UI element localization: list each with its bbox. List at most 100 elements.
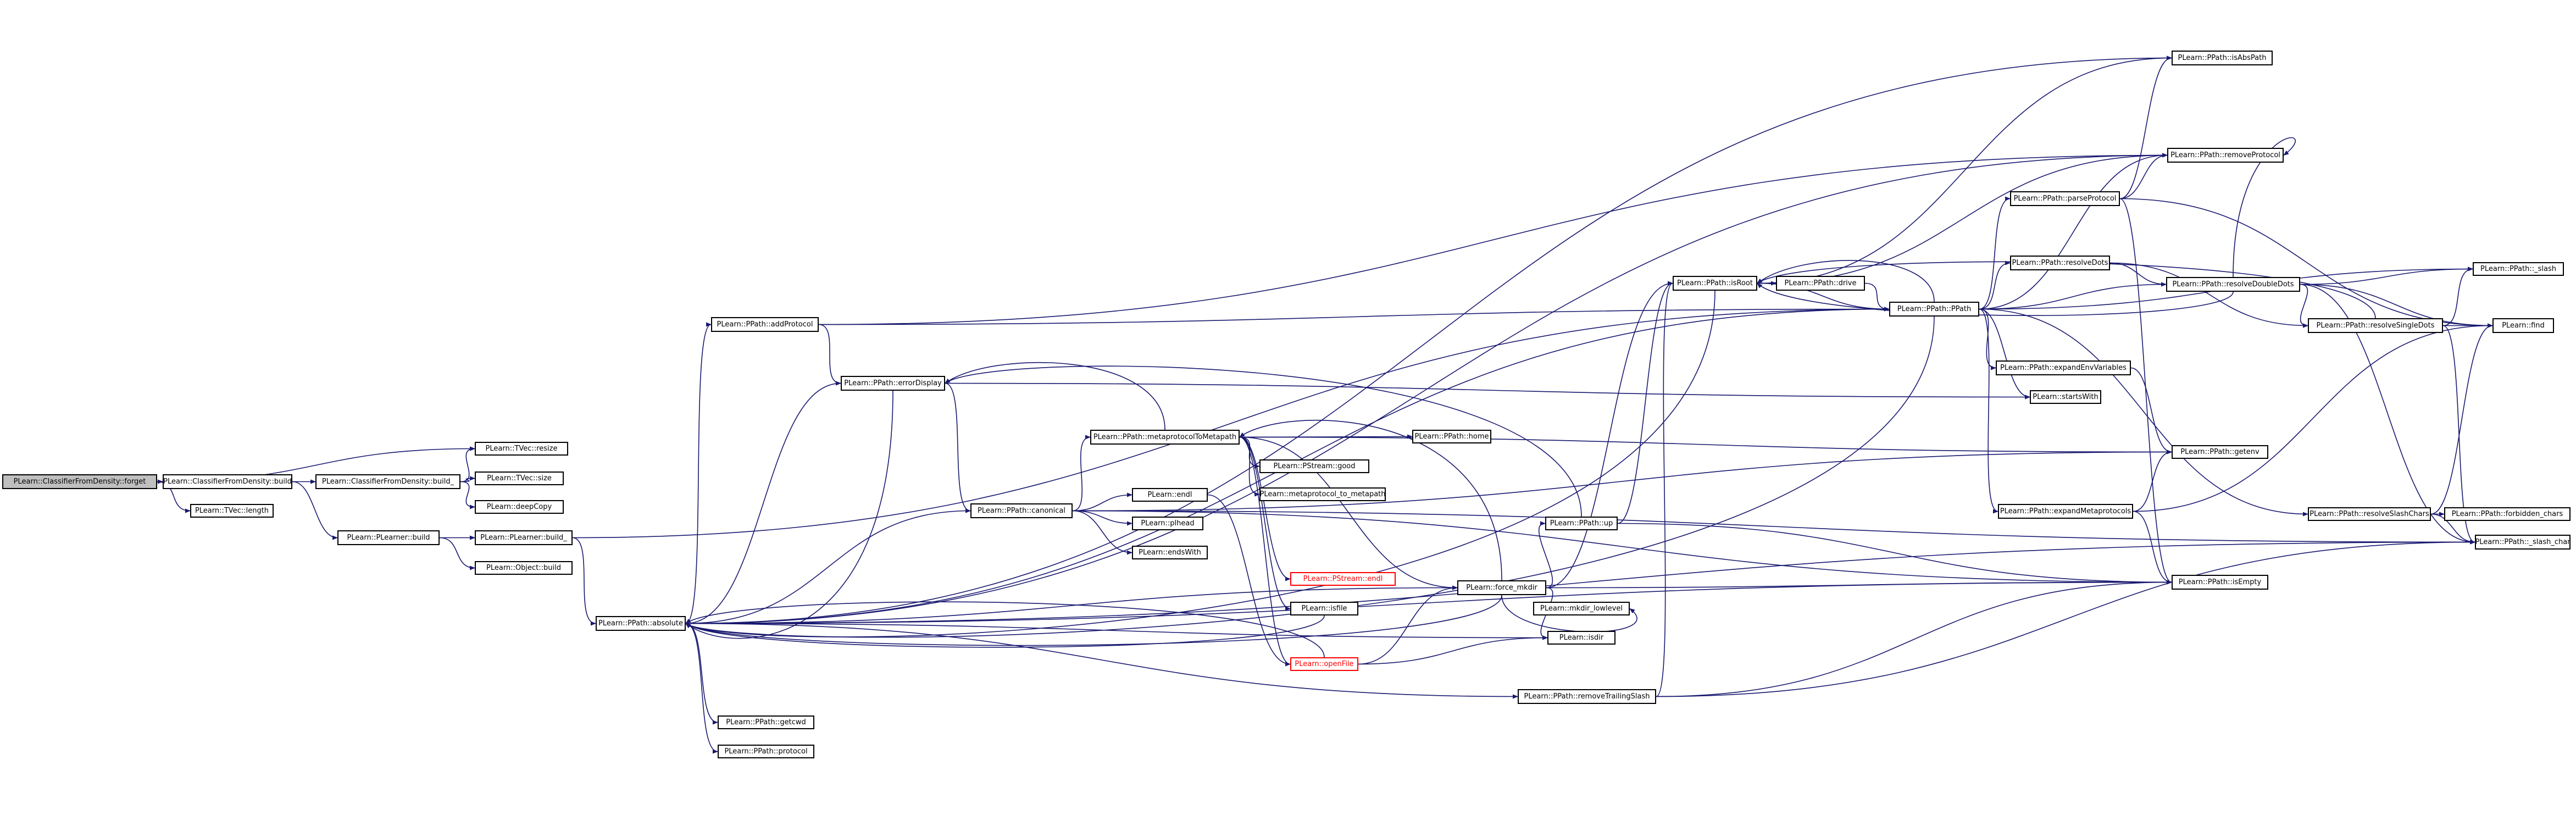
graph-node-removetrailingslash[interactable]: PLearn::PPath::removeTrailingSlash (1518, 689, 1656, 704)
edge-metaprotocol-to-openfile (1239, 436, 1291, 667)
edge-ppath-to-expandmeta (1979, 308, 1998, 514)
graph-node-isempty[interactable]: PLearn::PPath::isEmpty (2172, 575, 2268, 590)
edge-metaprotocol-to-getenv (1239, 436, 2172, 454)
edge-resolvedoubledots-to-slash (2300, 267, 2473, 285)
graph-node-slash-char[interactable]: PLearn::PPath::_slash_char (2475, 535, 2571, 550)
edge-cfd-build--to-tvec-resize (460, 446, 475, 482)
graph-node-metaprotocol-to-metapath[interactable]: PLearn::metaprotocol_to_metapath (1259, 487, 1386, 501)
edge-absolute-to-protocol (685, 623, 718, 754)
graph-node-resolvedots[interactable]: PLearn::PPath::resolveDots (2010, 256, 2110, 270)
edge-absolute-to-removeprotocol (685, 153, 2168, 624)
edge-expandmeta-to-getenv (2133, 450, 2172, 512)
graph-node-endswith[interactable]: PLearn::endsWith (1132, 546, 1208, 559)
graph-node-tvec-size[interactable]: PLearn::TVec::size (475, 471, 564, 485)
graph-node-tvec-resize[interactable]: PLearn::TVec::resize (475, 442, 568, 456)
graph-node-forbidden-chars[interactable]: PLearn::PPath::forbidden_chars (2444, 507, 2571, 521)
graph-node-isabspath[interactable]: PLearn::PPath::isAbsPath (2172, 51, 2273, 65)
edge-resolvedoubledots-to-slash-char (2300, 284, 2475, 545)
edge-expandenv-to-getenv (2130, 367, 2172, 454)
edge-ppath-to-expandenv (1979, 308, 1996, 370)
edge-ppath-to-startswith (1979, 308, 2030, 400)
edge-resolvedoubledots-to-resolvesingledots (2300, 284, 2308, 328)
edge-resolvesingledots-to-slash (2442, 267, 2473, 326)
edge-up-to-errordisplay (945, 365, 1582, 517)
edge-openfile-to-force-mkdir (1358, 585, 1458, 665)
edge-absolute-to-isempty (685, 580, 2172, 624)
edge-cfd-build-to-learner-build (292, 481, 338, 540)
edge-absolute-to-force-mkdir (685, 585, 1458, 624)
edge-isroot-to-absolute (685, 290, 1716, 637)
graph-node-find[interactable]: PLearn::find (2492, 318, 2554, 333)
graph-node-openfile[interactable]: PLearn::openFile (1290, 657, 1358, 671)
graph-node-root[interactable]: PLearn::ClassifierFromDensity::forget (2, 474, 157, 489)
edge-learner-build--to-absolute (572, 537, 596, 626)
graph-node-isfile[interactable]: PLearn::isfile (1290, 602, 1358, 615)
graph-node-isroot[interactable]: PLearn::PPath::isRoot (1673, 276, 1757, 291)
graph-node-removeprotocol[interactable]: PLearn::PPath::removeProtocol (2167, 148, 2284, 163)
graph-node-expandmeta[interactable]: PLearn::PPath::expandMetaprotocols (1998, 504, 2133, 519)
edge-resolvedoubledots-to-find (2300, 284, 2493, 328)
edge-ppath-to-resolveslashchars (1979, 308, 2308, 517)
graph-node-isdir[interactable]: PLearn::isdir (1547, 631, 1615, 645)
edge-errordisplay-to-canonical (945, 382, 971, 513)
graph-node-cfd-build[interactable]: PLearn::ClassifierFromDensity::build (163, 474, 292, 489)
edge-removetrailingslash-to-isempty (1656, 580, 2172, 697)
graph-node-resolvesingledots[interactable]: PLearn::PPath::resolveSingleDots (2308, 318, 2443, 333)
graph-node-absolute[interactable]: PLearn::PPath::absolute (596, 616, 686, 631)
graph-node-canonical[interactable]: PLearn::PPath::canonical (970, 503, 1073, 518)
edge-metaprotocol-to-isfile (1239, 436, 1291, 611)
edge-metaprotocol-to-pstream-endl (1239, 436, 1291, 581)
graph-node-ppath[interactable]: PLearn::PPath::PPath (1889, 302, 1979, 317)
graph-node-force-mkdir[interactable]: PLearn::force_mkdir (1457, 580, 1546, 595)
edge-force-mkdir-to-up (1538, 521, 1553, 589)
graph-node-getcwd[interactable]: PLearn::PPath::getcwd (718, 715, 814, 729)
edge-learner-build--to-ppath (572, 307, 1890, 539)
edge-resolvedoubledots-to-removeprotocol (2233, 137, 2296, 278)
graph-node-up[interactable]: PLearn::PPath::up (1545, 517, 1618, 530)
edge-resolvedoubledots-to-isroot (1757, 282, 2234, 316)
edge-isroot-to-isabspath (1757, 56, 2172, 284)
graph-node-expandenv[interactable]: PLearn::PPath::expandEnvVariables (1996, 360, 2131, 375)
edge-removetrailingslash-to-slash-char (1656, 540, 2475, 697)
graph-node-pstream-endl[interactable]: PLearn::PStream::endl (1290, 572, 1396, 586)
edge-canonical-to-slash-char (1072, 510, 2475, 545)
graph-node-plhead[interactable]: PLearn::plhead (1132, 517, 1203, 530)
graph-node-getenv[interactable]: PLearn::PPath::getenv (2172, 445, 2268, 459)
graph-node-drive[interactable]: PLearn::PPath::drive (1776, 276, 1865, 291)
graph-node-endl[interactable]: PLearn::endl (1132, 488, 1208, 502)
graph-node-resolveslashchars[interactable]: PLearn::PPath::resolveSlashChars (2308, 507, 2431, 521)
graph-node-protocol[interactable]: PLearn::PPath::protocol (718, 745, 814, 758)
graph-node-mkdir-lowlevel[interactable]: PLearn::mkdir_lowlevel (1533, 602, 1630, 615)
edge-canonical-to-plhead (1072, 510, 1132, 526)
edge-metaprotocol-to-force-mkdir (1239, 436, 1458, 590)
graph-node-learner-build[interactable]: PLearn::PLearner::build (337, 530, 440, 545)
edge-absolute-to-getcwd (685, 623, 718, 725)
edge-absolute-to-addprotocol (685, 322, 712, 624)
edge-ppath-to-isroot (1757, 260, 1935, 302)
edge-resolveslashchars-to-find (2430, 323, 2493, 515)
edge-absolute-to-slash-char (685, 540, 2475, 624)
graph-node-parseprotocol[interactable]: PLearn::PPath::parseProtocol (2010, 191, 2120, 206)
graph-node-learner-build-[interactable]: PLearn::PLearner::build_ (475, 530, 573, 545)
graph-node-errordisplay[interactable]: PLearn::PPath::errorDisplay (841, 376, 945, 391)
edge-openfile-to-isdir (1358, 635, 1548, 665)
graph-node-resolvedoubledots[interactable]: PLearn::PPath::resolveDoubleDots (2166, 277, 2300, 292)
edge-up-to-isempty (1617, 523, 2172, 585)
graph-node-cfd-build-[interactable]: PLearn::ClassifierFromDensity::build_ (315, 474, 460, 489)
graph-node-slash[interactable]: PLearn::PPath::_slash (2473, 262, 2564, 276)
graph-node-pstream-good[interactable]: PLearn::PStream::good (1259, 459, 1369, 473)
graph-node-deepcopy[interactable]: PLearn::deepCopy (475, 500, 564, 514)
graph-node-addprotocol[interactable]: PLearn::PPath::addProtocol (711, 317, 819, 332)
edge-absolute-to-removetrailingslash (685, 623, 1518, 699)
graph-node-home[interactable]: PLearn::PPath::home (1412, 430, 1491, 443)
edge-addprotocol-to-errordisplay (818, 324, 841, 386)
graph-node-object-build[interactable]: PLearn::Object::build (475, 561, 573, 575)
graph-node-tvec-length[interactable]: PLearn::TVec::length (190, 504, 274, 518)
edge-expandmeta-to-isempty (2133, 511, 2172, 585)
graph-node-metaprotocol[interactable]: PLearn::PPath::metaprotocolToMetapath (1090, 430, 1240, 445)
edge-parseprotocol-to-isempty (2119, 198, 2172, 585)
graph-node-startswith[interactable]: PLearn::startsWith (2030, 390, 2101, 404)
edge-up-to-isroot (1617, 281, 1673, 524)
